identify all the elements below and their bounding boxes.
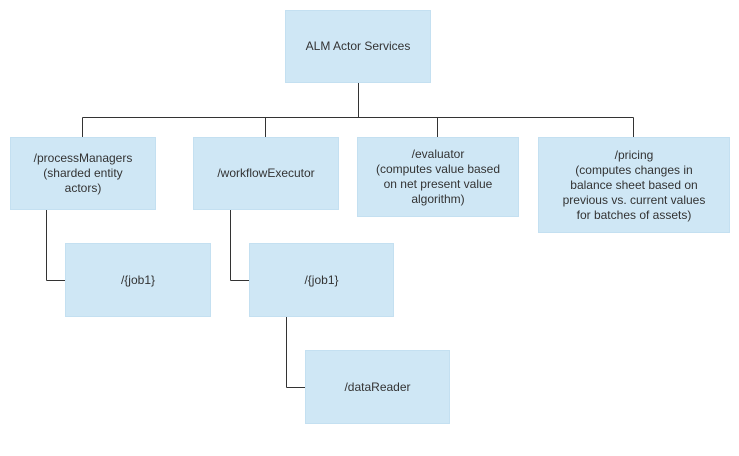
- workflow-executor-node: /workflowExecutor: [194, 138, 338, 209]
- root-node: ALM Actor Services: [286, 11, 430, 82]
- process-managers-label: /processManagers (sharded entity actors): [33, 151, 133, 195]
- workflow-executor-label: /workflowExecutor: [217, 166, 315, 180]
- wf-job1-node: /{job1}: [250, 244, 393, 316]
- data-reader-label: /dataReader: [344, 379, 411, 394]
- pricing-label: /pricing (computes changes in balance sh…: [562, 147, 706, 222]
- pm-job1-label: /{job1}: [120, 272, 156, 287]
- process-managers-node: /processManagers (sharded entity actors): [11, 138, 155, 209]
- pricing-node: /pricing (computes changes in balance sh…: [539, 138, 729, 232]
- evaluator-label: /evaluator (computes value based on net …: [375, 147, 501, 206]
- wf-job1-label: /{job1}: [304, 272, 339, 287]
- evaluator-node: /evaluator (computes value based on net …: [358, 138, 518, 216]
- root-node-label: ALM Actor Services: [305, 39, 411, 53]
- pm-job1-node: /{job1}: [66, 244, 210, 316]
- data-reader-node: /dataReader: [306, 351, 449, 423]
